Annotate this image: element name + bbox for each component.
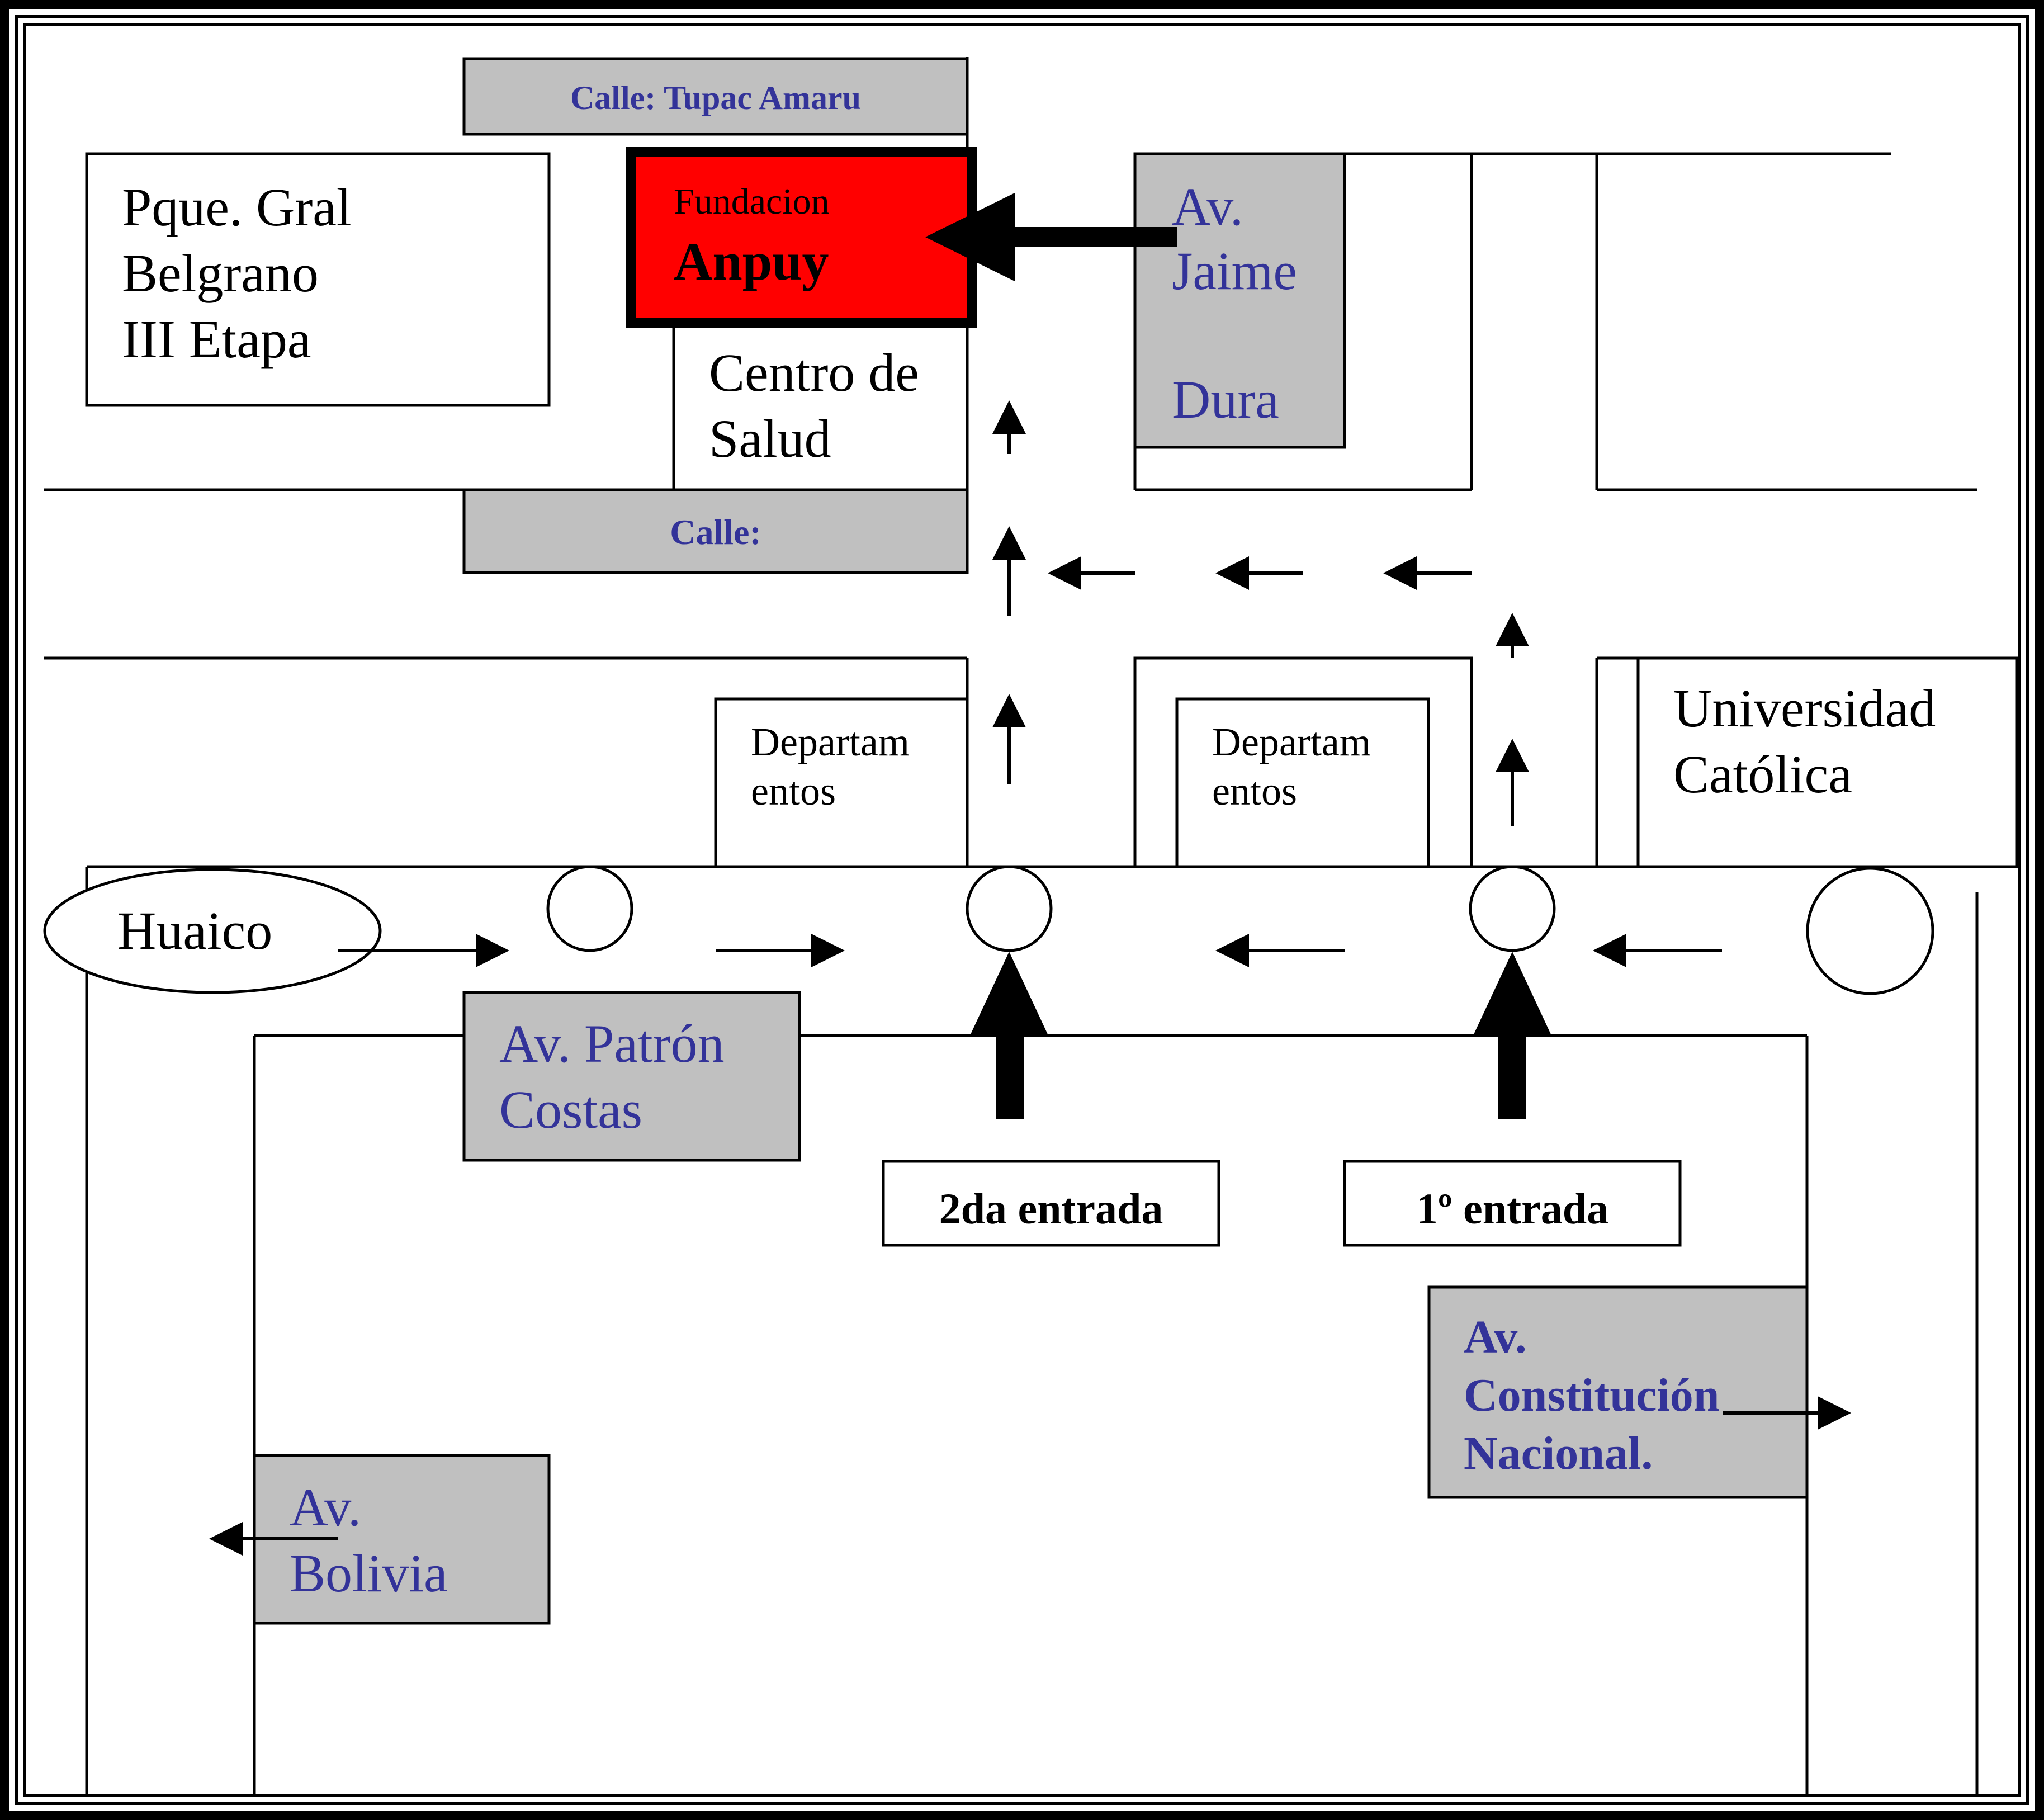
segunda-entrada-box (882, 1160, 1220, 1247)
av-constitucion-box (1427, 1285, 1809, 1499)
av-jaime-dura-box (1133, 152, 1346, 449)
huaico-ellipse (43, 868, 382, 994)
calle-label: Calle: (670, 512, 761, 552)
entrance-arrow-icon (1473, 952, 1551, 1119)
roundabout-icon (966, 865, 1053, 952)
pointer-arrow-icon (925, 193, 1177, 281)
calle-box (462, 488, 969, 574)
buildings (85, 152, 2019, 868)
departamentos-right-box (1175, 697, 1430, 868)
departamentos-left-box (714, 697, 969, 868)
pque-belgrano-box (85, 152, 551, 407)
fundacion-small-label: Fundacion (674, 181, 830, 222)
street-name-boxes (253, 57, 1809, 1625)
av-patron-costas-label: Av. Patrón Costas (499, 1014, 725, 1140)
roundabout-icon (1806, 867, 1934, 995)
fundacion-anpuy-box (626, 147, 977, 328)
primera-entrada-box (1343, 1160, 1682, 1247)
universidad-label: Universidad Católica (1673, 678, 1936, 804)
fundacion-name-label: Anpuy (674, 231, 829, 291)
universidad-box (1636, 656, 2019, 868)
av-patron-costas-box (462, 991, 801, 1162)
av-bolivia-label: Av. Bolivia (290, 1477, 448, 1603)
departamentos-right-label: Departam entos (1212, 720, 1371, 814)
calle-tupac-amaru-box (462, 57, 969, 136)
departamentos-left-label: Departam entos (751, 720, 910, 814)
centro-salud-label: Centro de Salud (709, 343, 919, 469)
roundabout-icon (546, 865, 633, 952)
entrance-arrow-icon (970, 952, 1048, 1119)
av-constitucion-label: Av. Constitución Nacional. (1464, 1311, 1720, 1479)
calle-tupac-amaru-label: Calle: Tupac Amaru (570, 79, 862, 116)
segunda-entrada-label: 2da entrada (939, 1184, 1163, 1233)
av-jaime-dura-label: Av. Jaime Dura (1172, 177, 1297, 429)
pque-belgrano-label: Pque. Gral Belgrano III Etapa (122, 177, 352, 369)
roundabout-icon (1469, 865, 1556, 952)
primera-entrada-label: 1º entrada (1416, 1184, 1609, 1233)
huaico-label: Huaico (117, 901, 273, 961)
